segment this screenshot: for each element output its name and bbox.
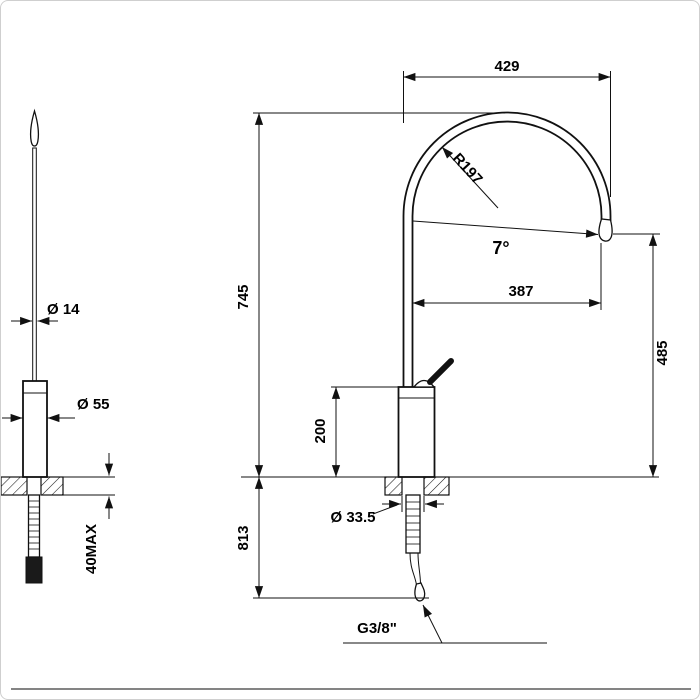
body-front-outline bbox=[397, 386, 436, 478]
dim-dia55-label: Ø 55 bbox=[77, 396, 110, 413]
spout-outlet-drop bbox=[598, 218, 613, 242]
dim-745: 745 bbox=[235, 112, 505, 477]
supply-hose-edge bbox=[417, 552, 421, 584]
spout-inner-outline bbox=[411, 120, 603, 389]
shank-threads-front bbox=[406, 501, 420, 545]
radius-leader bbox=[441, 146, 499, 209]
counter-section-left-a bbox=[1, 476, 28, 496]
dim-485-label: 485 bbox=[654, 340, 671, 365]
dim-dia14-label: Ø 14 bbox=[47, 301, 80, 318]
dim-485: 485 bbox=[613, 233, 671, 477]
dim-g38-label: G3/8" bbox=[357, 620, 397, 637]
angle-line bbox=[412, 220, 599, 238]
leader-line bbox=[422, 604, 443, 644]
mounting-nut bbox=[25, 556, 43, 584]
threaded-shank-side bbox=[27, 494, 41, 558]
dim-745-label: 745 bbox=[235, 284, 252, 309]
dim-diameter-55: Ø 55 bbox=[2, 396, 110, 423]
leader-line bbox=[372, 504, 398, 515]
front-view bbox=[241, 111, 659, 602]
dim-813-label: 813 bbox=[235, 525, 252, 550]
handle-tip-outline bbox=[29, 108, 40, 147]
side-view bbox=[1, 108, 64, 584]
dim-200: 200 bbox=[312, 386, 398, 477]
counter-section-right-a bbox=[384, 476, 403, 496]
dim-40max: 40MAX bbox=[63, 453, 115, 574]
dim-dia335-label: Ø 33.5 bbox=[330, 509, 375, 526]
dim-813: 813 bbox=[235, 477, 429, 599]
body-side-outline bbox=[22, 380, 48, 478]
dim-429: 429 bbox=[403, 58, 611, 197]
dim-429-label: 429 bbox=[494, 58, 519, 75]
spout-rod-outline bbox=[32, 147, 37, 382]
counter-section-left-b bbox=[40, 476, 64, 496]
dim-diameter-14: Ø 14 bbox=[11, 301, 80, 326]
counter-section-right-b bbox=[423, 476, 450, 496]
dim-angle-7deg: 7° bbox=[412, 220, 599, 258]
hose-fitting-drop bbox=[414, 582, 426, 602]
dim-7deg-label: 7° bbox=[492, 238, 509, 258]
threaded-shank-front bbox=[405, 494, 421, 554]
dim-387-label: 387 bbox=[508, 283, 533, 300]
dim-200-label: 200 bbox=[312, 418, 329, 443]
dim-diameter-33-5: Ø 33.5 bbox=[330, 496, 444, 526]
spout-outer-outline bbox=[402, 111, 612, 389]
dim-radius-r197: R197 bbox=[441, 146, 499, 209]
dim-thread-g38: G3/8" bbox=[343, 604, 547, 644]
dim-r197-label: R197 bbox=[449, 150, 486, 188]
shank-threads-side bbox=[28, 500, 40, 550]
dimensions: 429 R197 7° 387 745 813 485 bbox=[2, 58, 671, 644]
dim-387: 387 bbox=[412, 243, 602, 310]
supply-hose bbox=[409, 552, 417, 586]
lever-handle bbox=[427, 358, 454, 385]
dim-40max-label: 40MAX bbox=[83, 524, 100, 574]
